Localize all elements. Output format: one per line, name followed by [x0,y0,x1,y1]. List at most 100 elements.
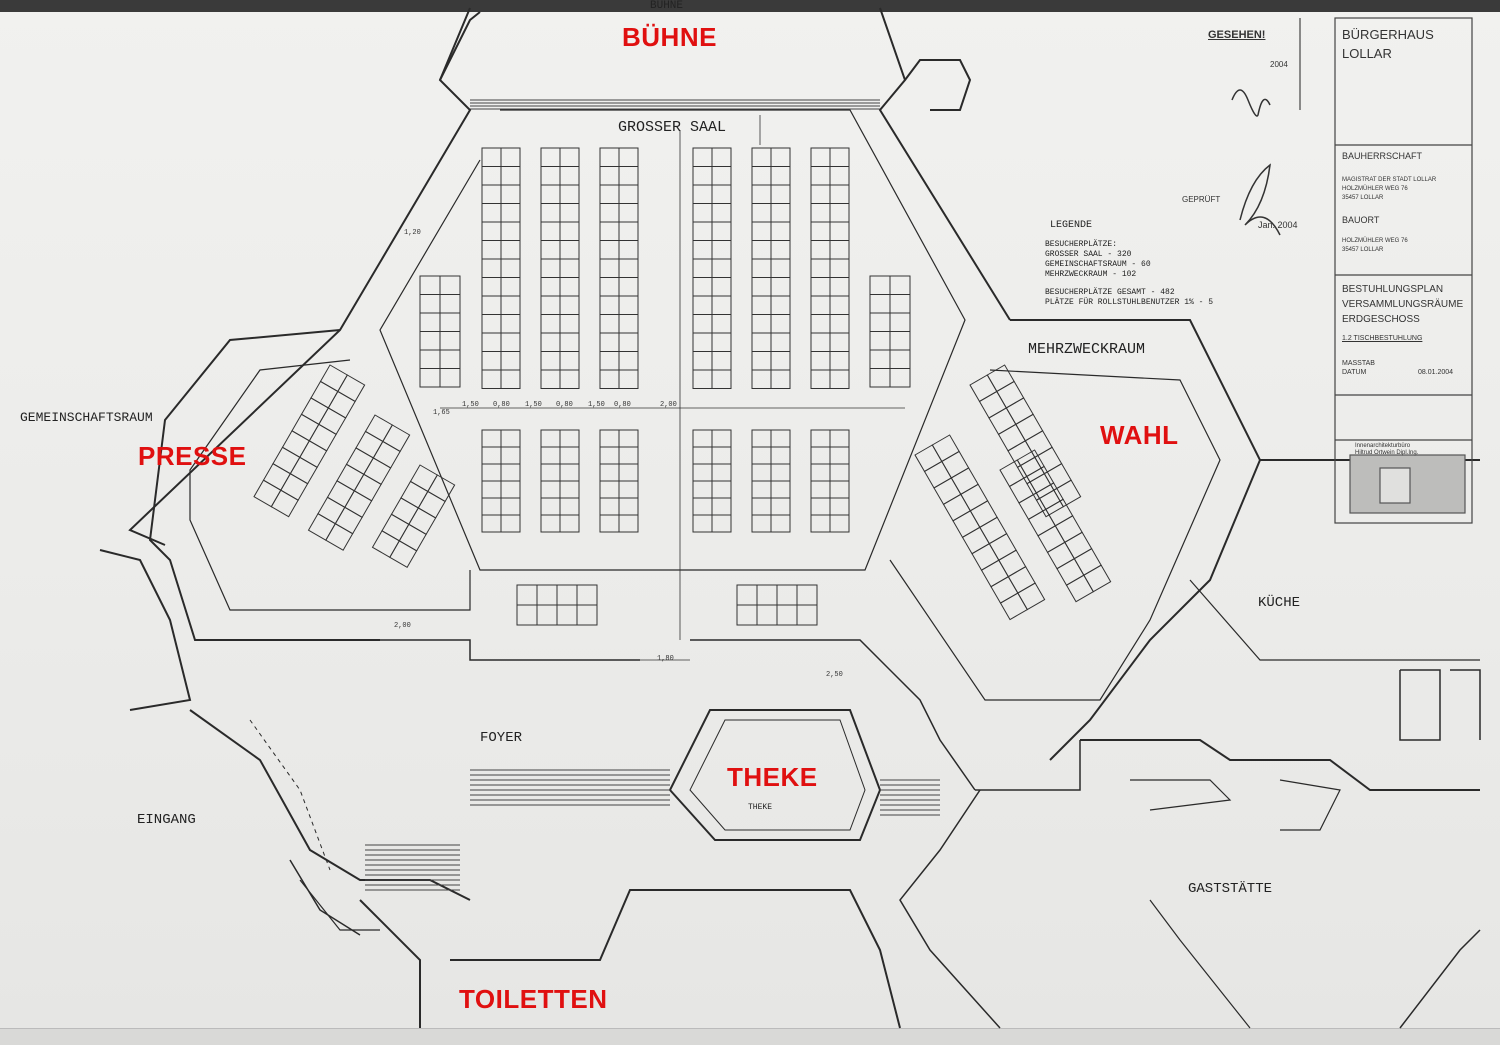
seat [334,506,363,535]
seat [829,166,850,186]
seat [500,429,521,448]
seat [540,203,561,223]
seat [599,429,620,448]
seat-block [692,429,732,533]
bauort-line: 35457 LOLLAR [1342,247,1384,253]
dim-row-1: 1,50 [462,401,479,409]
seat [829,514,850,533]
seat [481,203,502,223]
seat [253,479,282,508]
seat [599,221,620,241]
seat [770,514,791,533]
seat [829,314,850,334]
dim-row-2: 0,80 [493,401,510,409]
seat [618,203,639,223]
seat [599,295,620,315]
seat [711,277,732,297]
seat [500,446,521,465]
seat [770,221,791,241]
seat [751,446,772,465]
seat [500,240,521,260]
seat-block [914,434,1046,621]
seat [364,414,394,443]
seat [427,474,456,503]
seat [289,456,318,485]
bauherrschaft-line: HOLZMÜHLER WEG 76 [1342,186,1408,192]
seat [599,351,620,371]
seat [1037,525,1066,553]
seat [500,514,521,533]
seat [692,184,713,204]
seat [371,530,401,558]
seat [559,147,580,167]
seat [692,429,713,448]
dim-aisle-center: 2,00 [660,401,677,409]
seat [481,221,502,241]
room-kueche: KÜCHE [1258,595,1301,611]
dim-aisle-lower: 1,80 [657,655,674,663]
seat [869,368,891,388]
seat [711,369,732,389]
seat [810,240,831,260]
seat [481,369,502,389]
seat [770,184,791,204]
seat [810,277,831,297]
seat [711,497,732,516]
seat [751,295,772,315]
seat [751,258,772,278]
seat [979,516,1008,545]
seat [439,312,461,332]
seat-block [481,147,521,389]
room-foyer: FOYER [480,730,523,746]
seat-block [869,275,911,388]
seat [1054,515,1083,543]
seat [291,413,320,442]
seat [481,314,502,334]
seat [1053,479,1082,508]
seat [500,332,521,352]
seat [500,221,521,241]
seat [751,166,772,186]
seat [540,514,561,533]
seat [481,295,502,315]
seat [307,513,337,541]
seat [770,147,791,167]
seat [692,514,713,533]
seat [810,446,831,465]
seat [599,203,620,223]
seat [692,166,713,186]
seat [770,166,791,186]
seat [770,314,791,334]
theke-plan-label: THEKE [748,803,773,812]
overlay-label-presse: PRESSE [138,441,247,471]
seat [559,480,580,499]
seat [559,166,580,186]
seat [756,604,778,626]
seat [751,203,772,223]
seat [439,368,461,388]
seat-block [969,364,1082,518]
seat [978,390,1008,419]
seat [711,166,732,186]
seat [618,446,639,465]
seat [869,312,891,332]
seat-block [253,364,366,518]
seat [692,295,713,315]
seat [481,258,502,278]
seat [419,275,441,295]
seat [536,584,558,606]
seat [599,166,620,186]
stamp-date2: Jan. 2004 [1258,220,1298,230]
dim-door: 2,00 [394,622,411,630]
seat [355,430,384,459]
seat [500,314,521,334]
seat [618,369,639,389]
seat [363,457,392,486]
seat-block [371,464,456,568]
seat [751,463,772,482]
seat [1064,531,1093,560]
seat [540,221,561,241]
plan-line: VERSAMMLUNGSRÄUME [1342,299,1464,310]
seat [559,497,580,516]
